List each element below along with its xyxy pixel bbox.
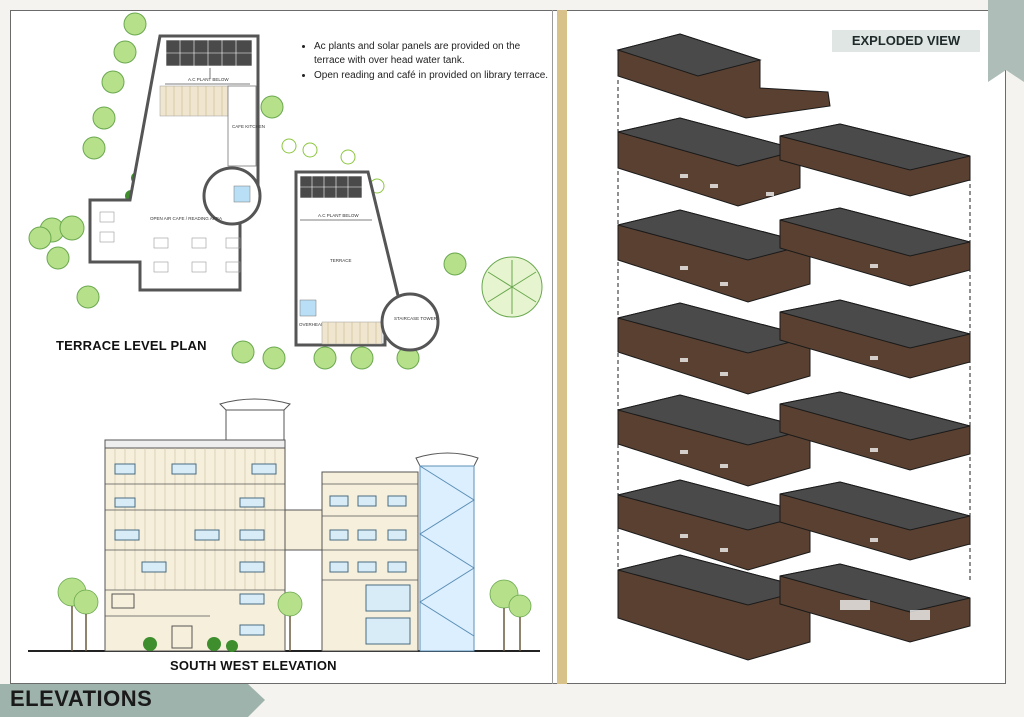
section-title: ELEVATIONS	[10, 686, 153, 711]
tree-icon	[260, 95, 284, 119]
note-item: Open reading and café in provided on lib…	[314, 69, 554, 83]
tree-icon	[123, 12, 147, 36]
south-west-elevation	[28, 398, 540, 652]
exploded-level-4	[617, 207, 971, 303]
exploded-level-5	[617, 117, 971, 207]
exploded-level-ground	[617, 554, 971, 661]
exploded-isometric-view	[616, 33, 971, 661]
stair-core-circle	[202, 166, 262, 226]
tree-icon	[231, 340, 255, 364]
tree-icon	[443, 252, 467, 276]
tree-icon	[92, 106, 116, 130]
tree-icon	[28, 226, 52, 250]
page-divider	[552, 10, 553, 684]
staircase-tower-circle	[380, 292, 440, 352]
exploded-level-3	[617, 299, 971, 395]
tree-icon	[262, 346, 286, 370]
tree-icon	[350, 346, 374, 370]
exploded-level-1	[617, 479, 971, 571]
section-banner	[0, 684, 265, 717]
plan-note-ac-plant-2: A.C PLANT BELOW	[318, 213, 359, 218]
elevation-title: SOUTH WEST ELEVATION	[170, 658, 337, 673]
plan-note-cafe-kitchen: CAFE KITCHEN	[232, 124, 265, 129]
exploded-level-2	[617, 391, 971, 487]
tree-icon	[82, 136, 106, 160]
corner-tab	[988, 0, 1024, 82]
tree-icon	[59, 215, 85, 241]
design-notes: Ac plants and solar panels are provided …	[302, 40, 554, 84]
tree-icon	[113, 40, 137, 64]
tree-icon	[101, 70, 125, 94]
tree-icon	[46, 246, 70, 270]
solar-panels	[299, 175, 363, 199]
plan-note-ac-plant: A.C PLANT BELOW	[188, 77, 229, 82]
exploded-level-roof	[616, 33, 831, 119]
plan-note-open-air-cafe: OPEN AIR CAFE / READING AREA	[150, 216, 222, 221]
tree-icon	[76, 285, 100, 309]
exploded-view-title: EXPLODED VIEW	[832, 30, 980, 52]
terrace-level-plan: A.C PLANT BELOW CAFE KITCHEN OPEN AIR CA…	[28, 12, 543, 370]
large-tree-icon	[481, 256, 543, 318]
plan-note-staircase: STAIRCASE TOWER	[394, 316, 438, 321]
elevation-tree-icon	[57, 577, 532, 618]
solar-panels	[165, 39, 253, 67]
note-item: Ac plants and solar panels are provided …	[314, 40, 554, 68]
plan-note-terrace: TERRACE	[330, 258, 352, 263]
terrace-plan-title: TERRACE LEVEL PLAN	[56, 338, 207, 353]
tree-icon	[313, 346, 337, 370]
binding-gutter	[557, 10, 567, 684]
